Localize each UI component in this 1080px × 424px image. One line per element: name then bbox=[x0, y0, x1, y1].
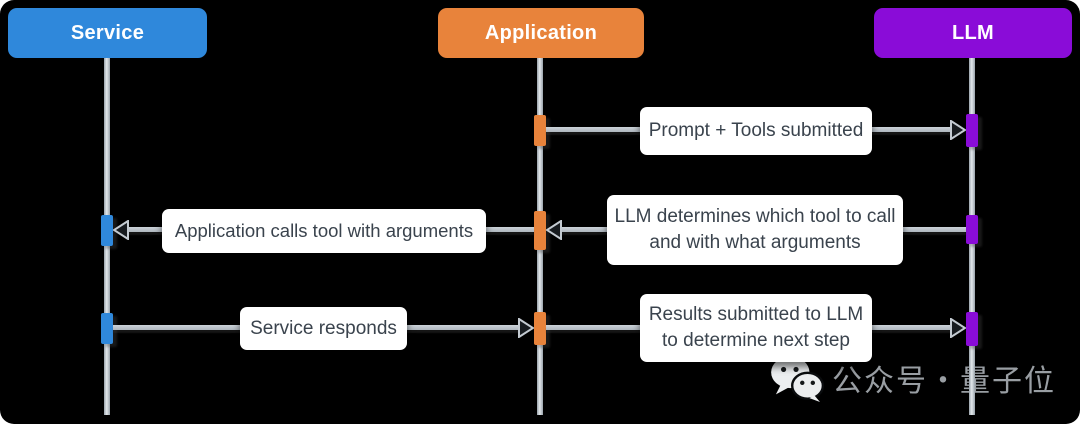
activation-service-2 bbox=[101, 215, 113, 246]
actor-llm-label: LLM bbox=[952, 21, 994, 44]
activation-application-1 bbox=[534, 115, 546, 146]
actor-application: Application bbox=[438, 8, 644, 58]
actor-application-label: Application bbox=[484, 21, 598, 44]
actor-service: Service bbox=[8, 8, 207, 58]
arrowhead-right-icon bbox=[950, 317, 967, 339]
message-text: Service responds bbox=[250, 317, 397, 339]
message-text: LLM determines which tool to call and wi… bbox=[614, 206, 896, 253]
arrowhead-left-icon bbox=[545, 219, 562, 241]
message-label-results-submitted: Results submitted to LLM to determine ne… bbox=[640, 294, 872, 362]
activation-llm-1 bbox=[966, 114, 978, 147]
message-text: Results submitted to LLM to determine ne… bbox=[648, 304, 864, 351]
message-label-llm-determines: LLM determines which tool to call and wi… bbox=[607, 195, 903, 265]
actor-service-label: Service bbox=[70, 21, 145, 44]
message-label-application-calls: Application calls tool with arguments bbox=[162, 209, 486, 253]
watermark: 公众号・量子位 bbox=[770, 356, 1056, 407]
message-label-service-responds: Service responds bbox=[240, 307, 407, 350]
arrowhead-right-icon bbox=[518, 317, 535, 339]
message-text: Application calls tool with arguments bbox=[174, 220, 474, 241]
arrowhead-right-icon bbox=[950, 119, 967, 141]
watermark-text: 公众号・量子位 bbox=[832, 364, 1056, 398]
message-label-prompt-tools: Prompt + Tools submitted bbox=[640, 107, 872, 155]
message-text: Prompt + Tools submitted bbox=[648, 120, 864, 141]
activation-application-2 bbox=[534, 211, 546, 250]
wechat-icon bbox=[770, 356, 825, 407]
activation-application-3 bbox=[534, 312, 546, 345]
activation-llm-3 bbox=[966, 312, 978, 346]
actor-llm: LLM bbox=[874, 8, 1072, 58]
arrowhead-left-icon bbox=[112, 219, 129, 241]
activation-llm-2 bbox=[966, 215, 978, 244]
activation-service-3 bbox=[101, 313, 113, 344]
